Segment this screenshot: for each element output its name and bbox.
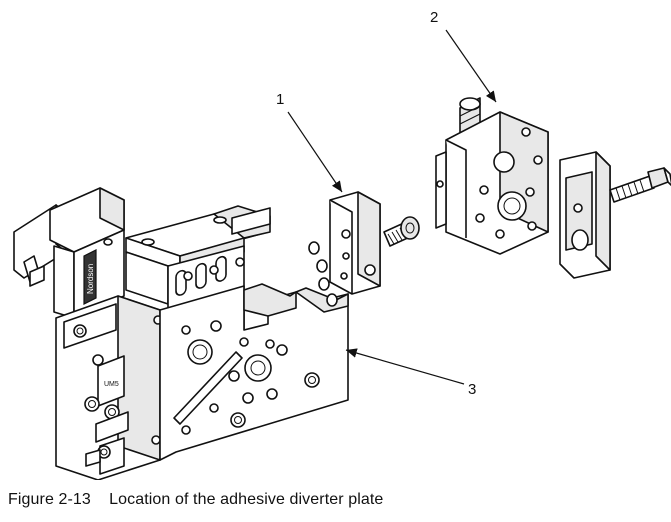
svg-text:2: 2 [430,9,438,26]
svg-text:3: 3 [468,381,476,398]
adhesive-diverter-plate [308,191,420,307]
applicator-module: Nordson UM5 [13,187,349,480]
module-lower-body: UM5 [55,295,163,480]
callout-2: 2 [430,9,497,103]
svg-text:1: 1 [276,91,284,108]
module-label-text: UM5 [104,381,119,388]
clamp-bolt [609,167,671,203]
clamp-bracket [559,151,611,279]
callout-3: 3 [345,348,476,398]
diverter-screw [383,216,420,247]
figure-number: Figure 2-13 [8,491,91,508]
callout-1: 1 [276,91,343,193]
upper-assembly [435,97,671,279]
manifold-block [159,283,349,461]
solenoid-body: Nordson [49,187,125,319]
nordson-logo-text: Nordson [86,264,95,294]
caption-spacer [91,491,109,508]
lower-fittings [84,396,129,475]
figure-caption: Figure 2-13 Location of the adhesive div… [8,491,383,509]
exploded-assembly-illustration: .ln { fill: #fff; stroke: #111; stroke-w… [13,9,671,480]
caption-text: Location of the adhesive diverter plate [109,491,384,508]
